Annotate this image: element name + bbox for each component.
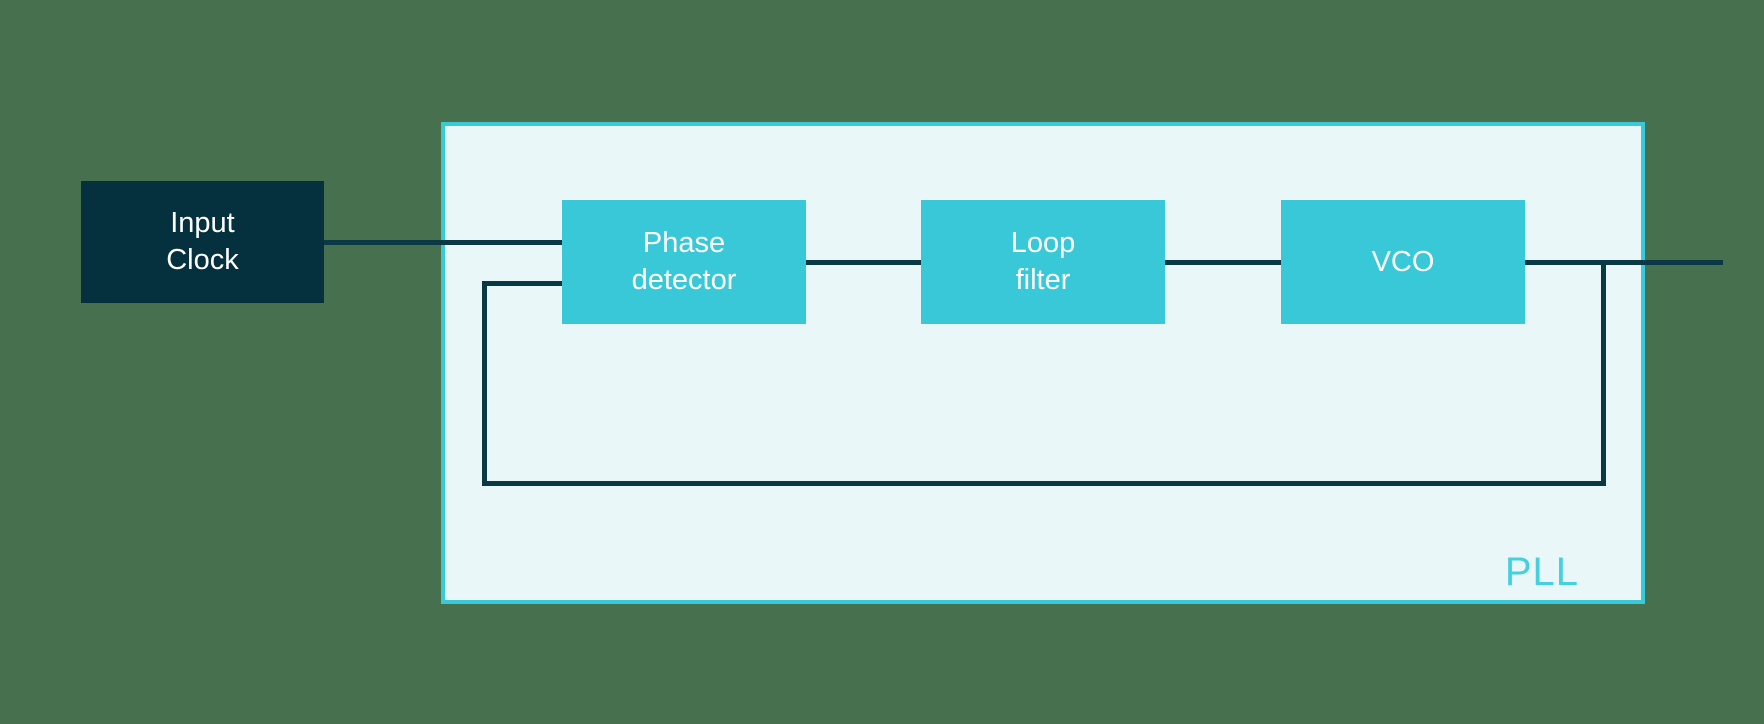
pll-label: PLL	[1504, 550, 1579, 594]
input-clock-block: Input Clock	[81, 181, 324, 303]
feedback-line-bottom	[482, 481, 1606, 486]
vco-block: VCO	[1281, 200, 1525, 324]
phase-detector-block: Phase detector	[562, 200, 806, 324]
loop-filter-block: Loop filter	[921, 200, 1165, 324]
pll-container-box: PLL	[441, 122, 1645, 604]
feedback-line-right-vertical	[1601, 260, 1606, 486]
phase-detector-to-loop-filter-line	[805, 260, 921, 265]
input-signal-line	[324, 240, 562, 245]
feedback-line-left-vertical	[482, 281, 487, 486]
vco-output-line	[1525, 260, 1723, 265]
feedback-line-into-phase-detector	[482, 281, 562, 286]
loop-filter-to-vco-line	[1165, 260, 1281, 265]
